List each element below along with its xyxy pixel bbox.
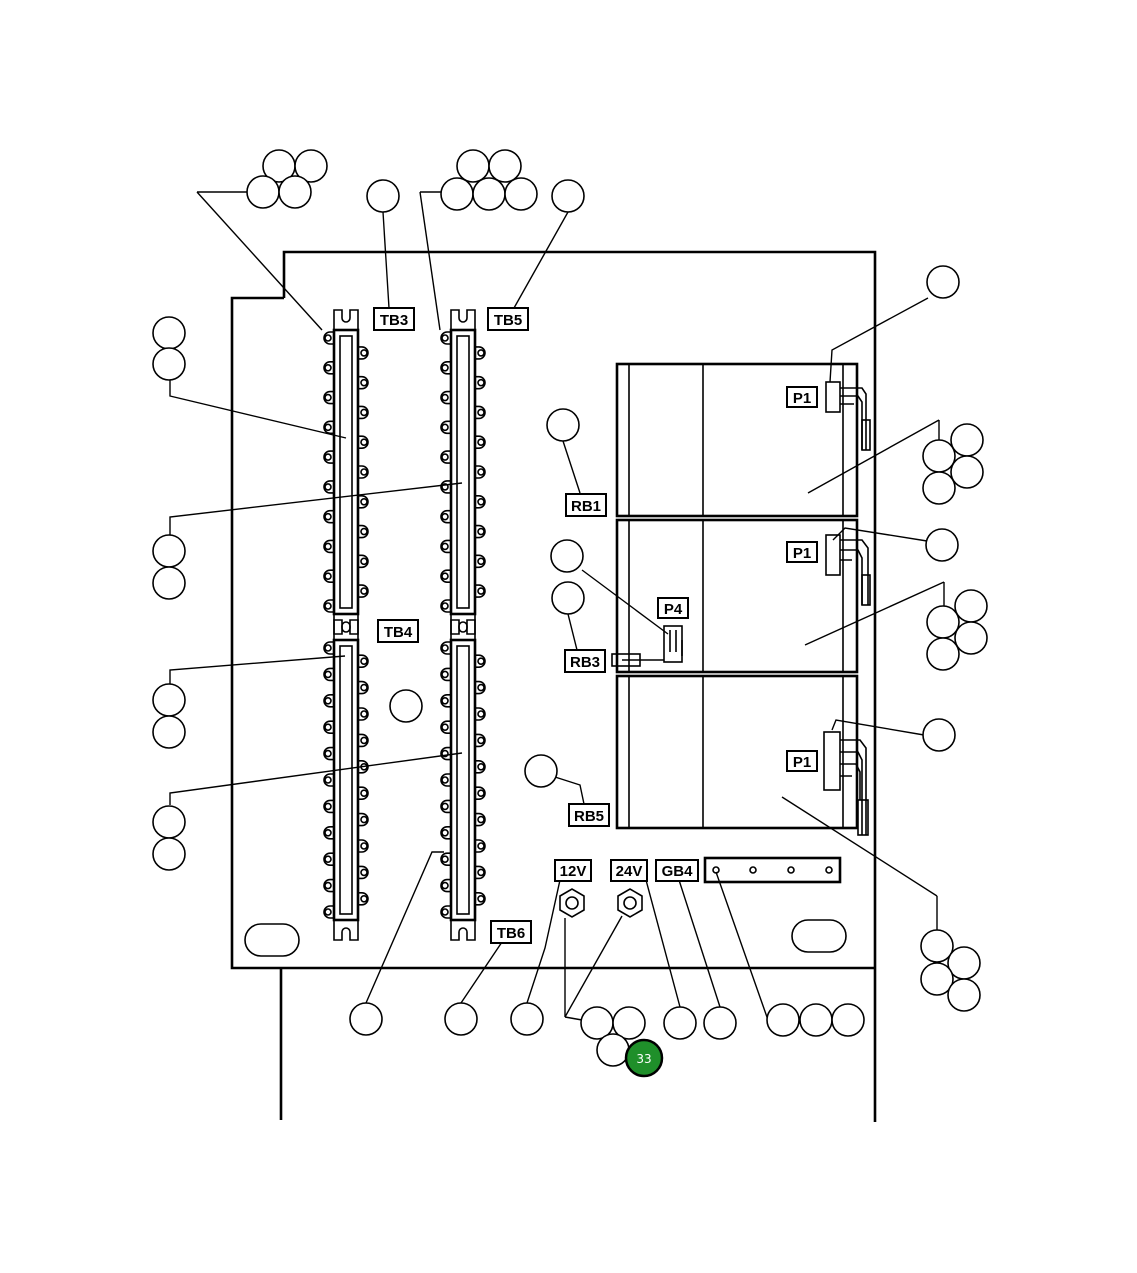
callout-circle[interactable] [152, 316, 186, 350]
callout-circle[interactable] [349, 1002, 383, 1036]
callout-circle[interactable] [926, 265, 960, 299]
label-12v-text: 12V [560, 863, 587, 880]
callout-circle[interactable] [152, 683, 186, 717]
label-rb1[interactable]: RB1 [565, 493, 607, 517]
callout-circle[interactable] [920, 929, 954, 963]
label-12v[interactable]: 12V [554, 859, 592, 882]
callout-circle[interactable] [926, 637, 960, 671]
hotspot-number: 33 [636, 1052, 651, 1066]
callout-circle[interactable] [663, 1006, 697, 1040]
label-p4-text: P4 [664, 601, 683, 618]
callout-circle[interactable] [389, 689, 423, 723]
callout-circle[interactable] [510, 1002, 544, 1036]
callout-circle[interactable] [152, 566, 186, 600]
callout-circle[interactable] [524, 754, 558, 788]
callout-circle[interactable] [596, 1033, 630, 1067]
terminal-strip-tb3 [323, 309, 369, 635]
label-tb3[interactable]: TB3 [373, 307, 415, 331]
callout-circle[interactable] [152, 534, 186, 568]
label-rb5-text: RB5 [574, 808, 604, 825]
callout-circle[interactable] [444, 1002, 478, 1036]
terminal-strip-tb6 [440, 619, 486, 941]
studs [559, 856, 842, 918]
callout-circle[interactable] [922, 439, 956, 473]
callout-circle[interactable] [366, 179, 400, 213]
callout-circle[interactable] [612, 1006, 646, 1040]
label-tb4[interactable]: TB4 [377, 619, 419, 643]
callout-circle[interactable] [950, 455, 984, 489]
label-p1-mid-text: P1 [793, 545, 811, 562]
label-24v-text: 24V [616, 863, 643, 880]
callout-circle[interactable] [246, 175, 280, 209]
leader-lines [169, 191, 945, 1021]
callout-circle[interactable] [550, 539, 584, 573]
callout-circle[interactable] [152, 837, 186, 871]
callout-circle[interactable] [456, 149, 490, 183]
callout-circle[interactable] [703, 1006, 737, 1040]
label-p1-top-text: P1 [793, 390, 811, 407]
callout-circles [152, 149, 988, 1067]
callout-circle[interactable] [551, 581, 585, 615]
callout-circle[interactable] [152, 805, 186, 839]
hotspot-callout[interactable]: 33 [624, 1038, 664, 1078]
component-labels: TB3 TB5 TB4 TB6 RB1 RB3 RB5 P1 [373, 307, 818, 944]
label-tb4-text: TB4 [384, 624, 413, 641]
callout-circle[interactable] [954, 621, 988, 655]
callout-circle[interactable] [152, 715, 186, 749]
terminal-strips [323, 309, 486, 941]
callout-circle[interactable] [546, 408, 580, 442]
terminal-strip-tb4 [323, 619, 369, 941]
relay-blocks [611, 362, 871, 836]
panel-outline [230, 250, 877, 1122]
callout-circle[interactable] [766, 1003, 800, 1037]
label-rb5[interactable]: RB5 [568, 803, 610, 827]
callout-circle[interactable] [278, 175, 312, 209]
callout-circle[interactable] [440, 177, 474, 211]
terminal-strip-tb5 [440, 309, 486, 635]
label-p1-bottom-text: P1 [793, 754, 811, 771]
callout-circle[interactable] [922, 471, 956, 505]
label-tb3-text: TB3 [380, 312, 408, 329]
label-24v[interactable]: 24V [610, 859, 648, 882]
callout-circle[interactable] [294, 149, 328, 183]
callout-circle[interactable] [922, 718, 956, 752]
label-tb5-text: TB5 [494, 312, 522, 329]
callout-circle[interactable] [954, 589, 988, 623]
label-rb1-text: RB1 [571, 498, 601, 515]
callout-circle[interactable] [488, 149, 522, 183]
callout-circle[interactable] [799, 1003, 833, 1037]
callout-circle[interactable] [947, 978, 981, 1012]
label-gb4[interactable]: GB4 [655, 859, 699, 882]
callout-circle[interactable] [920, 962, 954, 996]
callout-circle[interactable] [925, 528, 959, 562]
label-gb4-text: GB4 [662, 863, 694, 880]
callout-circle[interactable] [926, 605, 960, 639]
label-p1-mid[interactable]: P1 [786, 541, 818, 563]
label-tb6[interactable]: TB6 [490, 920, 532, 944]
callout-circle[interactable] [551, 179, 585, 213]
callout-circle[interactable] [950, 423, 984, 457]
label-p4[interactable]: P4 [657, 597, 689, 619]
callout-circle[interactable] [504, 177, 538, 211]
label-rb3[interactable]: RB3 [564, 649, 606, 673]
callout-circle[interactable] [152, 347, 186, 381]
callout-circle[interactable] [472, 177, 506, 211]
label-p1-bottom[interactable]: P1 [786, 750, 818, 772]
callout-circle[interactable] [831, 1003, 865, 1037]
label-p1-top[interactable]: P1 [786, 386, 818, 408]
label-tb6-text: TB6 [497, 925, 525, 942]
label-tb5[interactable]: TB5 [487, 307, 529, 331]
label-rb3-text: RB3 [570, 654, 600, 671]
hotspot-circle [624, 1038, 664, 1078]
